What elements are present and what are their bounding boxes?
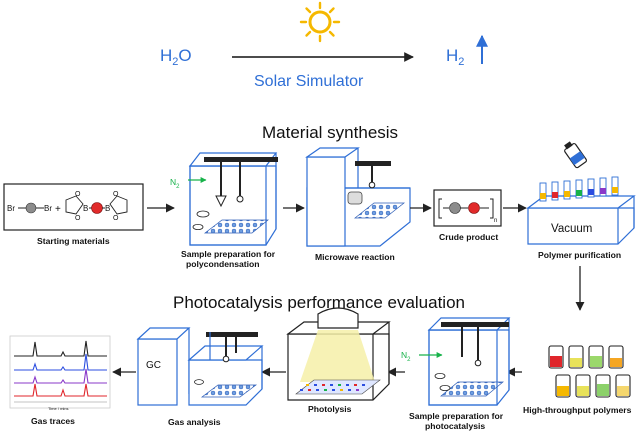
vacuum-label: Vacuum <box>551 223 592 235</box>
lamp-icon <box>317 307 359 329</box>
polycondensation-caption-1: Sample preparation for <box>181 249 276 259</box>
br-right-label: Br <box>44 204 52 213</box>
photocatalysis-prep-station: N2 Sample preparation for photocatalysis <box>401 317 511 431</box>
section-title-photocatalysis: Photocatalysis performance evaluation <box>173 293 465 312</box>
gantry-rail <box>206 332 258 337</box>
trace-line-purple <box>14 368 107 384</box>
vial-rack <box>203 219 269 234</box>
vial-rack <box>353 202 406 219</box>
sun-icon <box>299 1 341 43</box>
vial-rack <box>200 384 258 398</box>
boronic-core-icon <box>91 202 103 214</box>
repeat-unit-red-icon <box>468 202 480 214</box>
gas-analysis-station: GC Gas analysis <box>136 327 264 427</box>
aryl-core-icon <box>25 202 37 214</box>
o-mark: O <box>113 191 119 198</box>
polymer-subscript: n <box>494 218 497 224</box>
n2-inlet-label: N2 <box>401 350 411 363</box>
filter-tubes <box>539 176 619 202</box>
sample-plate <box>295 379 381 395</box>
vial-rack <box>440 381 504 397</box>
gc-label: GC <box>146 360 161 371</box>
plus-sign: + <box>55 204 61 215</box>
pinacol-ring-left <box>65 195 84 215</box>
pinacol-ring-right <box>109 195 128 215</box>
microwave-vessel <box>347 191 363 205</box>
htp-polymer-vials: High-throughput polymers <box>523 345 632 415</box>
gantry-rail <box>441 322 509 327</box>
purification-caption: Polymer purification <box>538 250 621 260</box>
br-left-label: Br <box>7 204 15 213</box>
gas-traces-caption: Gas traces <box>31 416 75 426</box>
gantry-rail <box>355 161 391 166</box>
microwave-caption: Microwave reaction <box>315 252 395 262</box>
gantry-rail <box>204 157 278 162</box>
reaction-header: H2O Solar Simulator H2 <box>160 1 488 90</box>
trace-line-blue <box>14 353 107 371</box>
trace-axis-label: Time / mins <box>48 406 69 411</box>
gas-analysis-caption: Gas analysis <box>168 417 221 427</box>
condition-label: Solar Simulator <box>254 73 364 90</box>
htp-caption: High-throughput polymers <box>523 405 632 415</box>
starting-materials: Br Br + O O O O B B Starting materials <box>3 183 144 246</box>
gc-instrument <box>137 338 178 406</box>
n2-inlet-label: N2 <box>170 177 180 190</box>
trace-line-red <box>14 383 107 397</box>
photocatalysis-caption-1: Sample preparation for <box>409 411 504 421</box>
photolysis-station: Photolysis <box>286 307 391 414</box>
o-mark: O <box>75 215 81 222</box>
solvent-bottle-icon <box>564 141 587 169</box>
o-mark: O <box>75 191 81 198</box>
starting-materials-caption: Starting materials <box>37 236 110 246</box>
crude-product: n Crude product <box>433 189 502 242</box>
trace-frame <box>9 335 111 409</box>
section-title-synthesis: Material synthesis <box>262 123 398 142</box>
product-label: H2 <box>446 46 464 68</box>
purification-station: Vacuum Polymer purification <box>526 141 636 260</box>
microwave-station: Microwave reaction <box>305 147 411 262</box>
starting-materials-box <box>3 183 144 231</box>
photolysis-caption: Photolysis <box>308 404 352 414</box>
boron-right-label: B <box>105 204 110 213</box>
reactant-label: H2O <box>160 46 192 68</box>
photocatalysis-caption-2: photocatalysis <box>425 421 485 431</box>
trace-line-black <box>14 340 107 357</box>
polycondensation-station: N2 Sample preparation for polycondensati… <box>170 152 278 269</box>
o-mark: O <box>113 215 119 222</box>
crude-caption: Crude product <box>439 232 498 242</box>
dispenser-tip-icon <box>215 195 227 208</box>
polycondensation-caption-2: polycondensation <box>186 259 260 269</box>
boron-left-label: B <box>83 204 88 213</box>
gas-traces-chart: Time / mins Gas traces <box>9 335 111 426</box>
repeat-unit-grey-icon <box>449 202 461 214</box>
light-beam <box>300 330 375 382</box>
